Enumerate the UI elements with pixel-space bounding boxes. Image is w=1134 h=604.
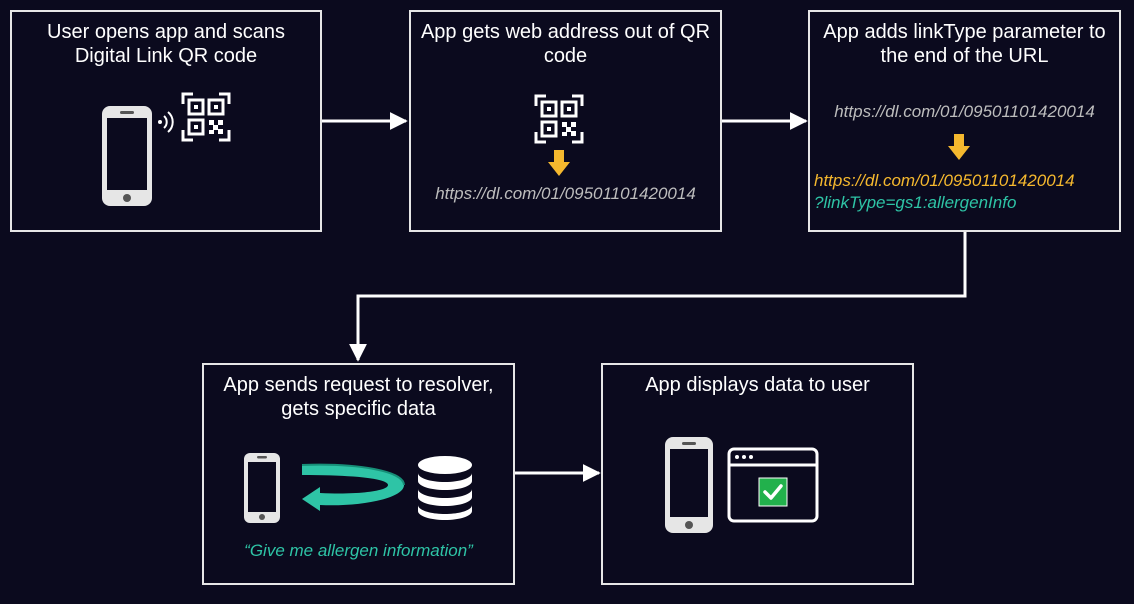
link-type-parameter: ?linkType=gs1:allergenInfo bbox=[814, 193, 1017, 212]
step-display-box: App displays data to user bbox=[601, 363, 914, 585]
arrow-down-icon bbox=[548, 150, 570, 176]
step-scan-title: User opens app and scans Digital Link QR… bbox=[47, 21, 285, 67]
step-append-box: App adds linkType parameter to the end o… bbox=[808, 10, 1121, 232]
step-resolve-box: App sends request to resolver, gets spec… bbox=[202, 363, 515, 585]
browser-window-icon bbox=[727, 447, 819, 523]
step-display-title: App displays data to user bbox=[645, 374, 870, 396]
checkmark-icon bbox=[758, 477, 788, 507]
smartphone-icon bbox=[665, 437, 713, 533]
step-append-title: App adds linkType parameter to the end o… bbox=[823, 21, 1106, 67]
qr-code-icon bbox=[534, 94, 584, 144]
signal-waves-icon bbox=[158, 111, 174, 133]
smartphone-icon bbox=[244, 453, 280, 523]
smartphone-icon bbox=[102, 106, 152, 206]
arrow-append-to-resolve bbox=[349, 232, 967, 362]
database-icon bbox=[418, 456, 472, 520]
appended-url: https://dl.com/01/09501101420014 bbox=[814, 171, 1075, 190]
arrow-down-icon bbox=[948, 134, 970, 160]
step-extract-title: App gets web address out of QR code bbox=[420, 21, 711, 67]
qr-code-icon bbox=[181, 92, 231, 142]
extracted-url: https://dl.com/01/09501101420014 bbox=[435, 184, 696, 203]
step-scan-box: User opens app and scans Digital Link QR… bbox=[10, 10, 322, 232]
step-extract-box: App gets web address out of QR code http… bbox=[409, 10, 722, 232]
request-quote: “Give me allergen information” bbox=[244, 541, 473, 560]
original-url: https://dl.com/01/09501101420014 bbox=[834, 102, 1095, 121]
round-trip-arrow-icon bbox=[301, 463, 405, 511]
step-resolve-title: App sends request to resolver, gets spec… bbox=[223, 374, 494, 420]
